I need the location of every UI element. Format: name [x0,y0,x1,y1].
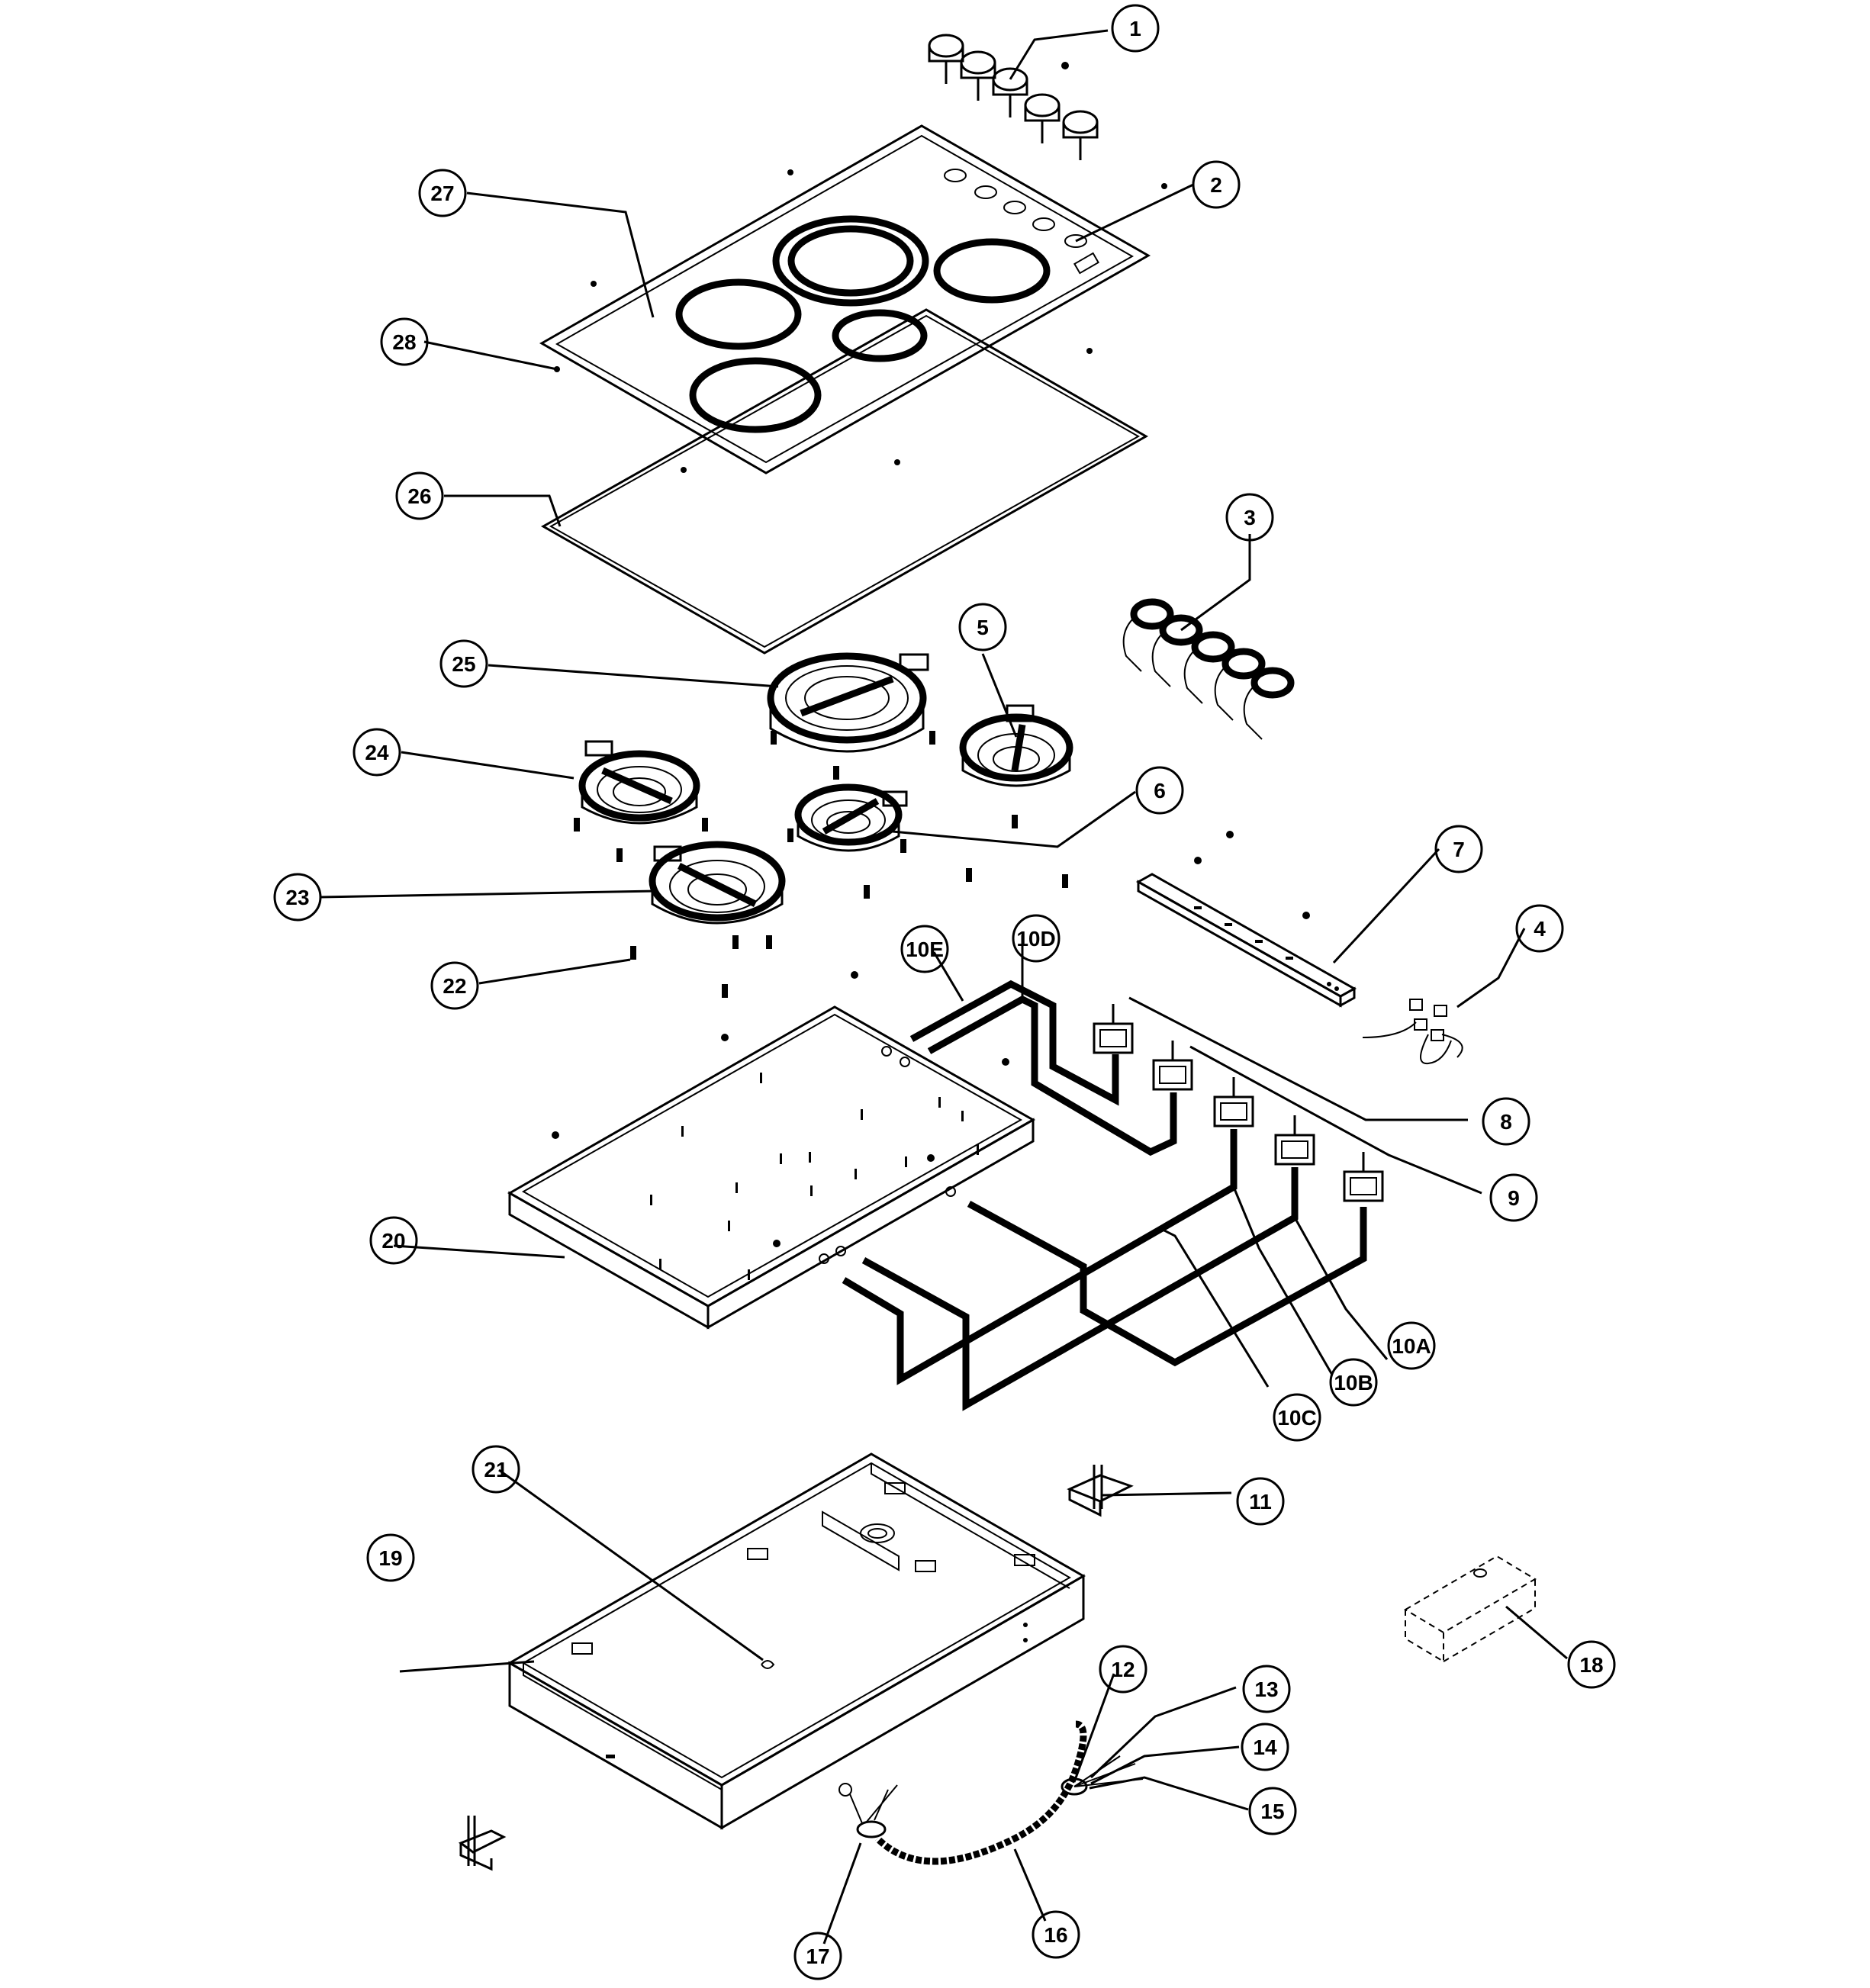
part-switches [1093,1004,1384,1202]
callout-18: 18 [1567,1640,1616,1689]
part-bracket [1135,873,1357,1008]
svg-text:21: 21 [484,1458,507,1481]
part-foam-block [1404,1555,1537,1663]
callout-9: 9 [1489,1173,1538,1222]
part-terminal-connector [1362,999,1463,1065]
callout-11: 11 [1236,1477,1285,1526]
knob [1024,93,1061,143]
svg-text:19: 19 [378,1546,402,1570]
svg-text:10C: 10C [1277,1406,1316,1430]
callout-13: 13 [1242,1665,1291,1713]
part-chassis-box [507,1452,1086,1830]
svg-text:3: 3 [1244,506,1256,529]
callout-10e: 10E [900,925,949,973]
knob [1062,110,1099,160]
part-element-25 [767,652,929,753]
callout-16: 16 [1032,1910,1080,1959]
svg-text:7: 7 [1453,838,1465,861]
svg-text:6: 6 [1154,779,1166,803]
callout-14: 14 [1241,1723,1289,1771]
callout-10a: 10A [1387,1321,1436,1370]
svg-text:20: 20 [381,1229,405,1253]
svg-text:22: 22 [443,974,466,998]
callout-5: 5 [958,603,1007,651]
callout-2: 2 [1192,160,1241,209]
callout-24: 24 [352,728,401,777]
svg-text:24: 24 [365,741,389,764]
svg-text:1: 1 [1129,17,1141,40]
svg-text:9: 9 [1508,1186,1520,1210]
svg-text:11: 11 [1249,1490,1272,1514]
callout-10b: 10B [1329,1358,1378,1407]
knob [928,34,964,84]
callout-12: 12 [1099,1645,1147,1694]
svg-text:14: 14 [1253,1735,1277,1759]
callout-3: 3 [1225,493,1274,542]
callout-17: 17 [793,1932,842,1980]
svg-text:8: 8 [1500,1110,1512,1134]
svg-text:13: 13 [1254,1678,1278,1701]
svg-text:10B: 10B [1334,1371,1373,1394]
svg-text:2: 2 [1210,173,1222,197]
svg-text:18: 18 [1579,1653,1603,1677]
svg-text:10D: 10D [1016,927,1055,951]
svg-text:5: 5 [977,616,989,639]
leader-lines [320,29,1568,1945]
svg-text:23: 23 [285,886,309,909]
svg-text:28: 28 [392,330,416,354]
callout-22: 22 [430,961,479,1010]
svg-text:15: 15 [1260,1800,1284,1823]
svg-text:12: 12 [1111,1658,1135,1681]
part-glass-cooktop [539,124,1167,474]
callout-1: 1 [1111,4,1160,53]
callout-10d: 10D [1012,914,1061,963]
callout-4: 4 [1515,904,1564,953]
svg-text:27: 27 [430,182,454,205]
callout-21: 21 [472,1445,520,1494]
callout-7: 7 [1434,825,1483,873]
callout-27: 27 [418,169,467,217]
part-element-24 [578,740,700,825]
svg-text:10A: 10A [1392,1334,1431,1358]
part-clips [552,731,1310,1247]
callout-26: 26 [395,471,444,520]
svg-text:26: 26 [407,484,431,508]
callout-25: 25 [439,639,488,688]
knob [992,67,1028,117]
part-mounting-clip [1067,1465,1134,1517]
part-power-cord [838,1719,1144,1867]
callout-19: 19 [366,1533,415,1582]
callout-20: 20 [369,1216,418,1265]
callout-6: 6 [1135,766,1184,815]
callout-8: 8 [1482,1097,1530,1146]
part-infinite-switches [1122,598,1295,740]
part-wire-harness [842,980,1367,1411]
svg-text:4: 4 [1534,917,1546,941]
part-element-5 [959,704,1073,787]
svg-text:10E: 10E [906,938,944,961]
callout-10c: 10C [1273,1393,1321,1442]
part-element-6 [794,783,908,852]
part-element-tray [507,1005,1036,1330]
svg-text:17: 17 [806,1945,829,1968]
callout-23: 23 [273,873,322,922]
knob [960,50,996,101]
callout-28: 28 [380,317,429,366]
part-element-23 [649,841,786,925]
svg-text:16: 16 [1044,1923,1067,1947]
callout-15: 15 [1248,1787,1297,1835]
part-control-knobs [928,34,1099,160]
part-gasket [540,308,1149,655]
svg-text:25: 25 [452,652,475,676]
part-mounting-clip-loose [458,1816,507,1871]
